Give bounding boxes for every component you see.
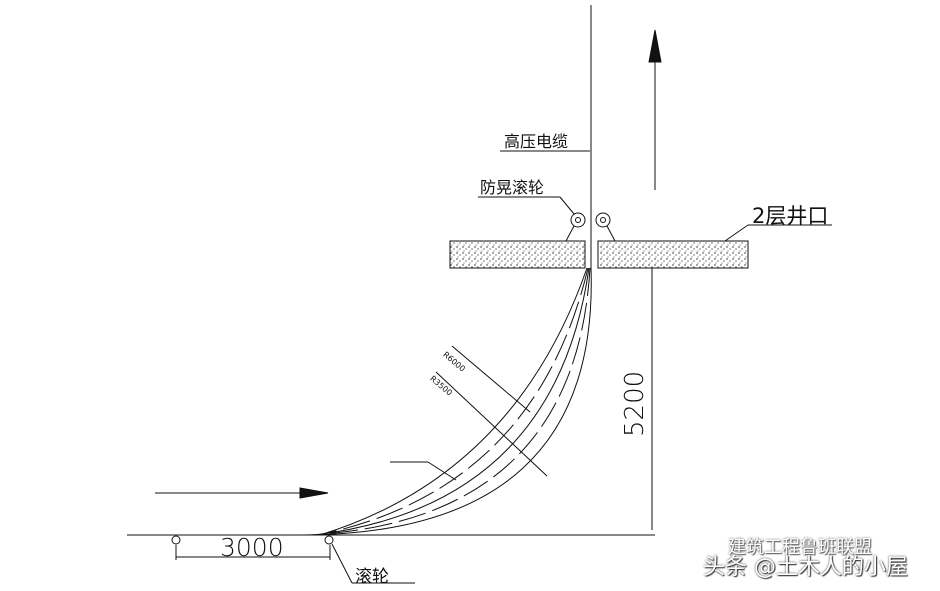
ground-roller-left [171,535,181,545]
floor-opening-label: 2层井口 [752,204,829,228]
r6000-leader [451,345,531,413]
watermark-line1: 建筑工程鲁班联盟 [728,537,872,558]
dim-5200-text: 5200 [620,370,650,437]
slab-right [597,240,749,269]
up-arrow [648,29,662,190]
anti-sway-roller-right [595,212,611,228]
slab-left [449,240,586,269]
roller-label: 滚轮 [355,567,389,587]
watermark-line2: 头条 @土木人的小屋 [703,555,908,580]
cable-label: 高压电缆 [504,132,569,151]
cable-bend-curves [299,267,592,536]
anti-sway-roller-left [570,212,586,228]
direction-arrow [155,487,329,499]
dim-3000-text: 3000 [220,533,284,562]
ground-roller-right [324,535,334,545]
anti-sway-roller-label: 防晃滚轮 [480,178,545,197]
r3500-leader [435,371,548,477]
